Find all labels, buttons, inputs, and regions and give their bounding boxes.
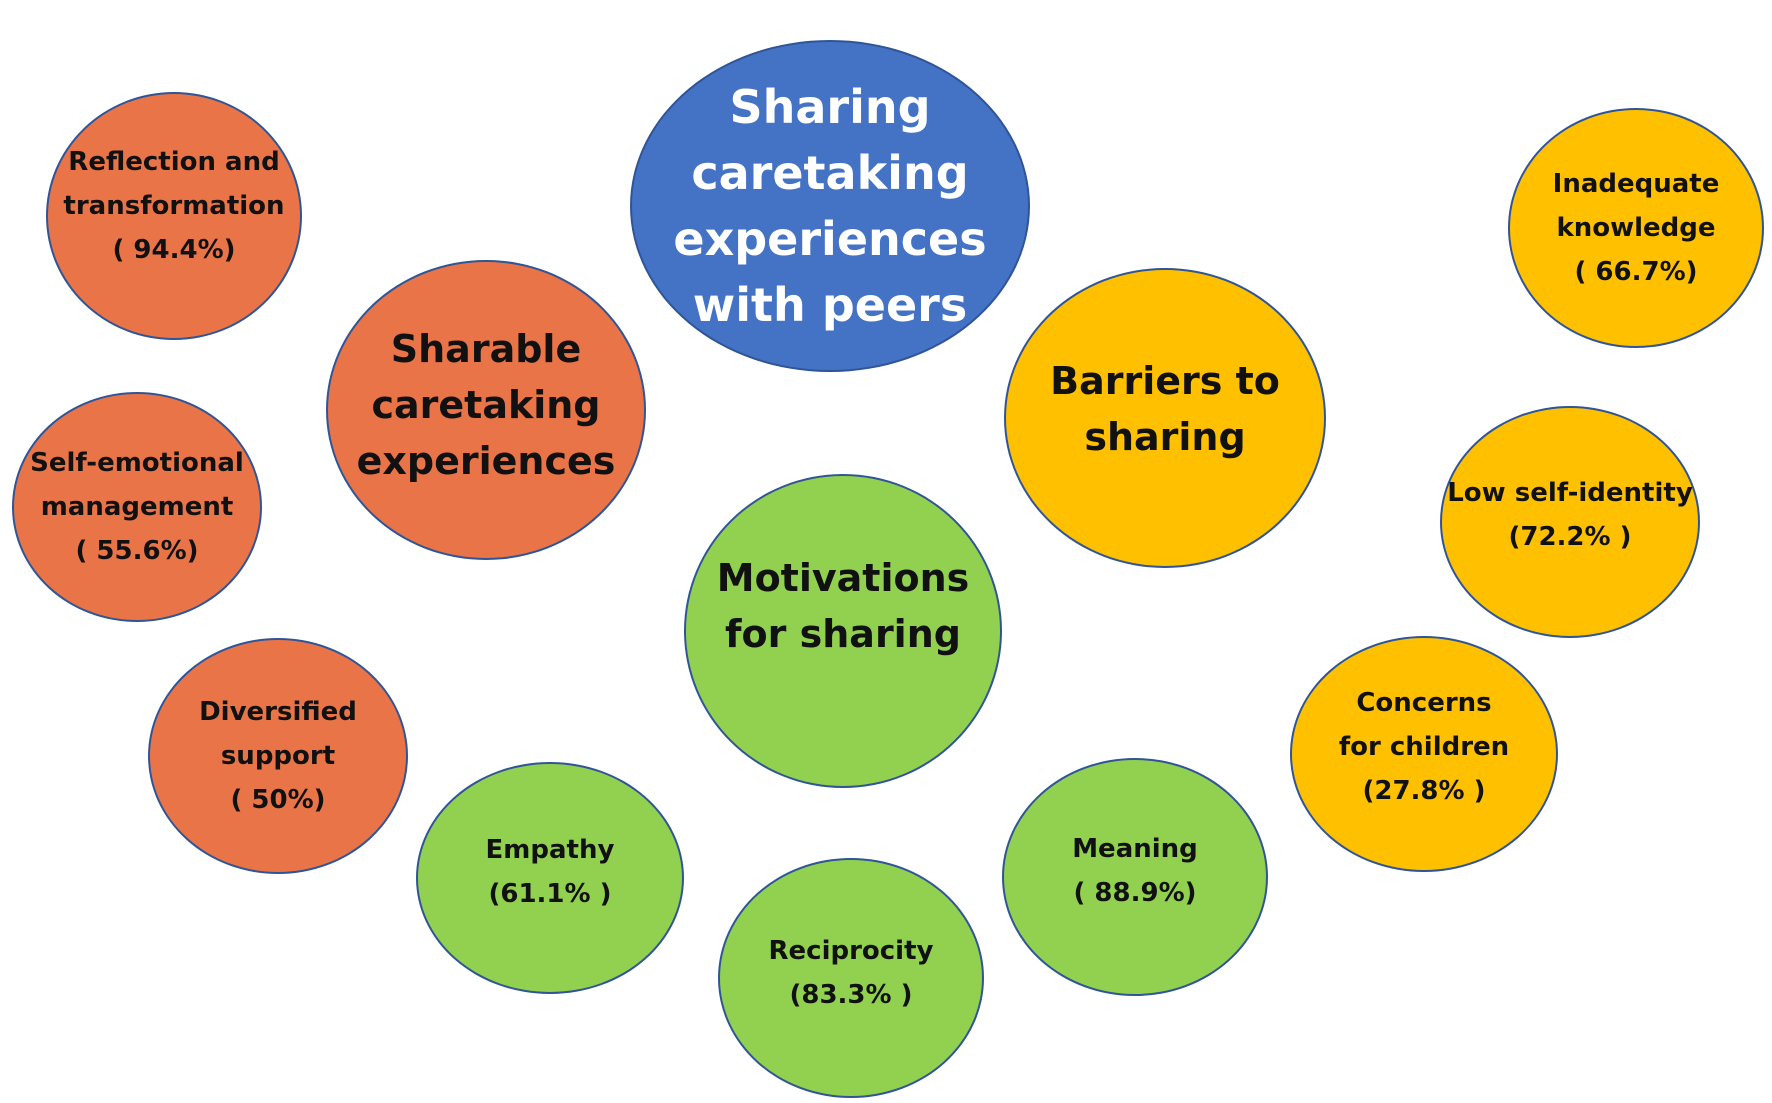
subtheme-reflection-and-transformation: Reflection and transformation ( 94.4%) bbox=[46, 92, 302, 340]
subtheme-inadequate-knowledge: Inadequate knowledge ( 66.7%) bbox=[1508, 108, 1764, 348]
subtheme-label-line: transformation bbox=[63, 191, 285, 221]
theme-label-line: Motivations bbox=[716, 556, 970, 600]
theme-motivations-for-sharing: Motivations for sharing bbox=[684, 474, 1002, 788]
subtheme-label-line: Reciprocity bbox=[768, 936, 934, 966]
subtheme-label-line: management bbox=[40, 492, 234, 522]
theme-label-line: for sharing bbox=[725, 612, 961, 656]
subtheme-label-line: Reflection and bbox=[68, 147, 280, 177]
subtheme-percent: ( 94.4%) bbox=[112, 235, 236, 265]
subtheme-label-line: Inadequate bbox=[1552, 169, 1720, 199]
theme-sharable-experiences: Sharable caretaking experiences bbox=[326, 260, 646, 560]
subtheme-label-line: Concerns bbox=[1356, 688, 1492, 718]
subtheme-low-self-identity: Low self-identity (72.2% ) bbox=[1440, 406, 1700, 638]
subtheme-self-emotional-management: Self-emotional management ( 55.6%) bbox=[12, 392, 262, 622]
subtheme-label-line: for children bbox=[1338, 732, 1510, 762]
subtheme-percent: ( 50%) bbox=[230, 785, 326, 815]
theme-label-line: Sharable bbox=[390, 327, 582, 371]
subtheme-percent: ( 66.7%) bbox=[1574, 257, 1698, 287]
root-line-3: experiences bbox=[673, 212, 987, 266]
subtheme-label-line: Diversified bbox=[199, 697, 357, 727]
subtheme-percent: (83.3% ) bbox=[789, 980, 913, 1010]
subtheme-percent: ( 88.9%) bbox=[1073, 878, 1197, 908]
theme-label-line: experiences bbox=[356, 439, 616, 483]
subtheme-empathy: Empathy (61.1% ) bbox=[416, 762, 684, 994]
subtheme-percent: (72.2% ) bbox=[1508, 522, 1632, 552]
subtheme-percent: (61.1% ) bbox=[488, 879, 612, 909]
subtheme-meaning: Meaning ( 88.9%) bbox=[1002, 758, 1268, 996]
root-node: Sharing caretaking experiences with peer… bbox=[630, 40, 1030, 372]
root-line-2: caretaking bbox=[691, 146, 969, 200]
subtheme-label-line: Empathy bbox=[485, 835, 615, 865]
subtheme-label-line: support bbox=[220, 741, 336, 771]
subtheme-label-line: Low self-identity bbox=[1447, 478, 1693, 508]
subtheme-concerns-for-children: Concerns for children (27.8% ) bbox=[1290, 636, 1558, 872]
subtheme-diversified-support: Diversified support ( 50%) bbox=[148, 638, 408, 874]
theme-label-line: caretaking bbox=[371, 383, 601, 427]
theme-barriers-to-sharing: Barriers to sharing bbox=[1004, 268, 1326, 568]
subtheme-label-line: Meaning bbox=[1072, 834, 1198, 864]
root-line-4: with peers bbox=[692, 278, 968, 332]
theme-label-line: Barriers to bbox=[1050, 359, 1280, 403]
subtheme-reciprocity: Reciprocity (83.3% ) bbox=[718, 858, 984, 1098]
root-line-1: Sharing bbox=[729, 80, 931, 134]
subtheme-label-line: knowledge bbox=[1556, 213, 1716, 243]
subtheme-percent: (27.8% ) bbox=[1362, 776, 1486, 806]
subtheme-percent: ( 55.6%) bbox=[75, 536, 199, 566]
subtheme-label-line: Self-emotional bbox=[30, 448, 244, 478]
theme-label-line: sharing bbox=[1084, 415, 1246, 459]
